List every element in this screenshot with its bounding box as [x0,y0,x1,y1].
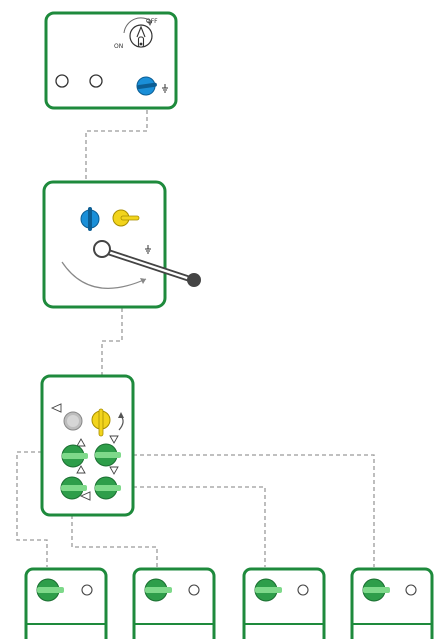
indicator-circle-icon [405,584,417,596]
connector-top-to-lever [85,110,148,181]
triangle-arrow-icon [50,403,62,413]
green-rotary-knob-icon[interactable] [94,443,121,467]
green-rotary-knob-icon[interactable] [60,476,87,500]
bottom-unit-frame [132,567,216,639]
lever-panel [42,180,201,309]
yellow-rotary-knob-icon[interactable] [91,408,111,437]
bottom-unit-4 [350,567,434,639]
connector-interlock-to-unit-2 [71,515,158,567]
blue-rotary-knob-icon[interactable] [80,207,100,231]
indicator-circle-icon [55,74,69,88]
indicator-circle-icon [81,584,93,596]
switch-on-label: ON [114,43,123,50]
bottom-unit-2 [132,567,216,639]
bottom-unit-1 [24,567,108,639]
rotary-key-switch-icon[interactable] [123,17,153,48]
indicator-circle-icon [297,584,309,596]
connector-lines [16,110,375,567]
indicator-circle-icon [89,74,103,88]
triangle-arrow-icon [79,491,91,501]
green-rotary-knob-icon[interactable] [36,578,64,602]
rotation-arrow-icon [118,412,124,431]
blue-rotary-knob-icon[interactable] [136,76,158,97]
earth-ground-icon [162,84,168,93]
interlock-panel [40,374,135,517]
indicator-circle-icon [188,584,200,596]
triangle-arrow-icon [109,466,119,475]
green-rotary-knob-icon[interactable] [94,476,121,500]
green-rotary-knob-icon[interactable] [254,578,282,602]
top-switch-panel-frame [44,11,178,110]
connector-lever-to-interlock [101,308,123,375]
gray-rotary-knob-icon[interactable] [63,411,83,431]
bottom-unit-frame [24,567,108,639]
green-rotary-knob-icon[interactable] [362,578,390,602]
green-rotary-knob-icon[interactable] [144,578,172,602]
top-switch-panel: OFF ON [44,11,178,110]
rotation-arc-icon [61,261,147,289]
connector-interlock-to-unit-4 [133,454,375,567]
bottom-unit-3 [242,567,326,639]
bottom-unit-frame [242,567,326,639]
connector-interlock-to-unit-1 [16,451,48,567]
connector-interlock-to-unit-3 [133,486,266,567]
operating-lever-icon[interactable] [93,240,201,287]
switch-off-label: OFF [146,18,158,25]
triangle-arrow-icon [76,465,86,474]
green-rotary-knob-icon[interactable] [61,444,88,468]
rotation-arrowhead-icon [140,278,146,284]
yellow-rotary-knob-icon[interactable] [112,209,140,227]
earth-ground-icon [145,245,151,254]
triangle-arrow-icon [109,435,119,444]
triangle-arrow-icon [76,438,86,447]
bottom-unit-frame [350,567,434,639]
